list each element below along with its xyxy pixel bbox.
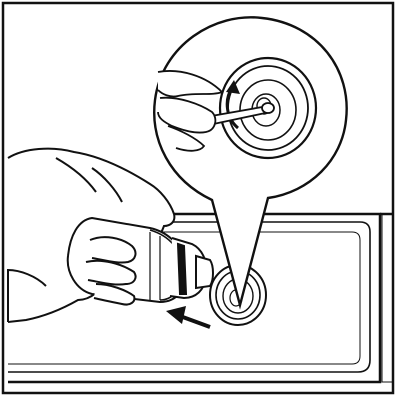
arrow-icon [166,306,210,327]
spray-can-icon [68,218,213,302]
